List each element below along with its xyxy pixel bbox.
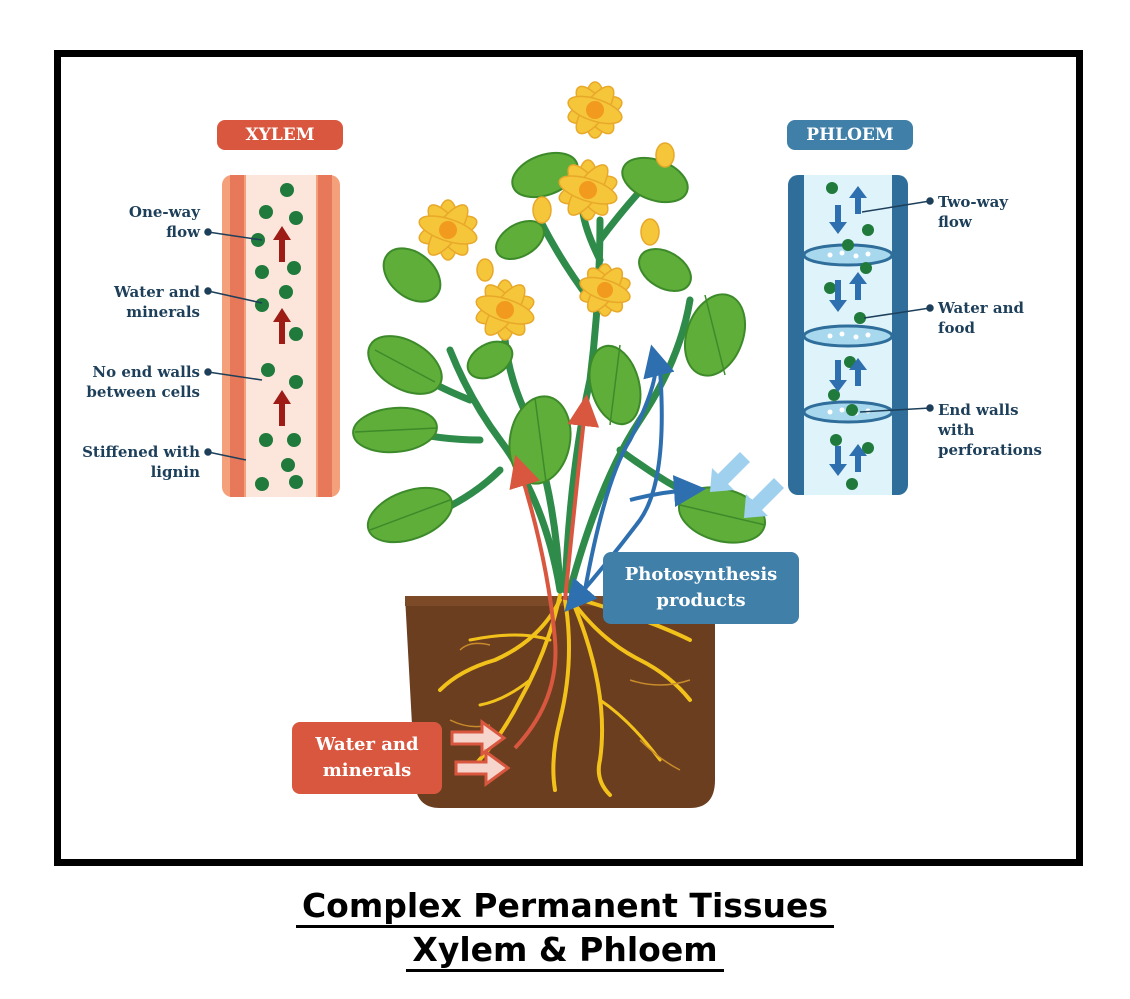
phloem-label-two-way-flow: Two-way flow xyxy=(938,193,1009,231)
caption-line-1: Complex Permanent Tissues xyxy=(295,887,835,928)
soil xyxy=(405,596,715,808)
xylem-label-one-way-flow: One-way flow xyxy=(128,203,200,241)
photosynthesis-products-label: Photosynthesis products xyxy=(603,552,799,624)
sunlight-arrows xyxy=(710,452,784,518)
water-minerals-label: Water and minerals xyxy=(292,722,442,794)
intake-arrows xyxy=(450,719,511,787)
phloem-label-water-food: Water and food xyxy=(938,299,1024,337)
caption-line-2: Xylem & Phloem xyxy=(406,931,724,972)
xylem-label-water-minerals: Water and minerals xyxy=(114,283,200,321)
xylem-label-lignin: Stiffened with lignin xyxy=(82,443,200,481)
transport-arrows xyxy=(509,344,706,750)
flowers xyxy=(418,81,675,341)
phloem-title: PHLOEM xyxy=(787,120,913,150)
caption: Complex Permanent Tissues Xylem & Phloem xyxy=(0,884,1130,972)
phloem-tube xyxy=(788,175,908,495)
phloem-label-end-walls: End walls with perforations xyxy=(938,401,1042,459)
phloem-leaders xyxy=(859,197,934,413)
leaves xyxy=(352,151,767,544)
xylem-label-no-end-walls: No end walls between cells xyxy=(86,363,200,401)
xylem-title: XYLEM xyxy=(217,120,343,150)
xylem-tube xyxy=(222,175,340,497)
xylem-leaders xyxy=(204,228,263,461)
